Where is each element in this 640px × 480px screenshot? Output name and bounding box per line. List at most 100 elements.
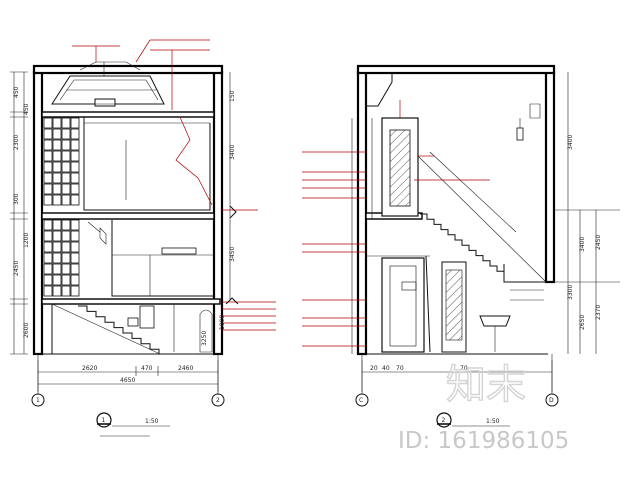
dim-label: 70 xyxy=(396,365,404,372)
shelf-cell xyxy=(43,274,53,286)
svg-text:C: C xyxy=(359,397,363,404)
shelf-cell xyxy=(70,139,80,151)
dim-label: 40 xyxy=(382,365,390,372)
right-callouts xyxy=(222,205,276,331)
grid-axis-1: 1 xyxy=(31,354,45,407)
wardrobe-panel xyxy=(441,261,467,353)
dim-label: 2650 xyxy=(579,315,586,330)
shelf-cell xyxy=(70,219,80,231)
dim-label: 3450 xyxy=(229,247,236,262)
shelf-cell xyxy=(70,241,80,253)
bottom-dimensions: 2620 470 2460 4650 xyxy=(37,360,219,392)
roof-step xyxy=(365,73,393,107)
roof-slab xyxy=(32,64,224,75)
right-stair xyxy=(417,151,547,283)
svg-text:2: 2 xyxy=(216,397,220,404)
shelf-cell xyxy=(61,252,71,264)
shelf-cell xyxy=(70,194,80,206)
left-section-title: 1 1:50 xyxy=(96,412,170,437)
upper-room-red-guide xyxy=(175,116,213,206)
watermark: 知末 ID: 161986105 xyxy=(398,361,569,454)
shelf-cell xyxy=(52,117,62,129)
shelf-cell xyxy=(52,285,62,297)
svg-text:2: 2 xyxy=(442,417,446,424)
shelf-cell xyxy=(43,194,53,206)
shelf-cell xyxy=(43,139,53,151)
dim-label: 3400 xyxy=(567,135,574,150)
grid-axis-2: 2 xyxy=(211,354,225,407)
shelf-cell xyxy=(52,230,62,242)
shelf-cell xyxy=(43,230,53,242)
scale-label: 1:50 xyxy=(486,418,500,425)
shelf-cell xyxy=(70,274,80,286)
shelf-cell xyxy=(61,117,71,129)
shelf-cell xyxy=(52,219,62,231)
shelf-cell xyxy=(70,263,80,275)
shelf-cell xyxy=(52,252,62,264)
dim-label: 2620 xyxy=(82,365,97,372)
lower-door xyxy=(381,257,425,353)
stair-steps xyxy=(78,305,160,355)
right-section-title: 2 1:50 xyxy=(436,412,510,428)
tall-window xyxy=(381,117,419,217)
shelf-cell xyxy=(61,150,71,162)
shelf-cell xyxy=(61,241,71,253)
cabinet xyxy=(139,305,155,329)
washbasin xyxy=(479,289,544,352)
shelf-cell xyxy=(70,183,80,195)
watermark-id: ID: 161986105 xyxy=(398,428,569,454)
shelf-cell xyxy=(61,172,71,184)
grid-axis-c: C xyxy=(355,354,369,407)
shelf-cell xyxy=(70,285,80,297)
top-callouts xyxy=(72,39,210,110)
left-dimension-string xyxy=(10,71,28,355)
upper-room-outline xyxy=(83,117,211,211)
shelf-cell xyxy=(43,219,53,231)
level-marker-2 xyxy=(225,297,239,305)
shelf-cell xyxy=(52,150,62,162)
shelf-cell xyxy=(70,230,80,242)
shelf-cell xyxy=(52,172,62,184)
left-section: 450 2300 300 2450 450 1200 2600 150 3400… xyxy=(10,39,276,437)
right-roof-slab xyxy=(356,64,556,75)
dim-label: 2460 xyxy=(178,365,193,372)
dim-label: 450 xyxy=(23,103,30,115)
lower-level xyxy=(87,220,214,297)
dim-label: 1000 xyxy=(219,315,226,330)
shelf-cell xyxy=(43,285,53,297)
grid-axis-d: D xyxy=(545,354,559,407)
ground-floor-slab xyxy=(41,298,221,305)
shelf-cell xyxy=(43,150,53,162)
shelf-cell xyxy=(70,117,80,129)
right-section-callouts xyxy=(302,100,490,347)
dim-label: 2600 xyxy=(23,323,30,338)
shelf-cell xyxy=(61,285,71,297)
shelf-cell xyxy=(61,230,71,242)
shelf-cell xyxy=(61,183,71,195)
dim-label: 20 xyxy=(370,365,378,372)
shelf-cell xyxy=(52,274,62,286)
svg-text:1: 1 xyxy=(36,397,40,404)
shelf-cell xyxy=(52,128,62,140)
shelf-cell xyxy=(52,161,62,173)
toilet-fixture xyxy=(199,309,213,353)
left-wall-left xyxy=(32,70,44,356)
dome-skylight xyxy=(51,61,165,107)
shelf-cell xyxy=(61,219,71,231)
shelf-cell xyxy=(70,172,80,184)
dim-label: 4650 xyxy=(120,377,135,384)
shelf-cell xyxy=(52,139,62,151)
dim-label: 300 xyxy=(13,193,20,205)
shelf-cell xyxy=(61,194,71,206)
dim-label: 1200 xyxy=(23,233,30,248)
dim-label: 3300 xyxy=(567,285,574,300)
dim-label: 2450 xyxy=(595,235,602,250)
level-marker xyxy=(229,205,237,219)
shelf-cell xyxy=(61,161,71,173)
right-dimension-string: 3400 3300 3400 2450 2370 2650 xyxy=(554,72,620,354)
shelf-cell xyxy=(52,183,62,195)
middle-floor-slab xyxy=(41,212,215,220)
shelf-cell xyxy=(70,128,80,140)
shelf-cell xyxy=(70,252,80,264)
